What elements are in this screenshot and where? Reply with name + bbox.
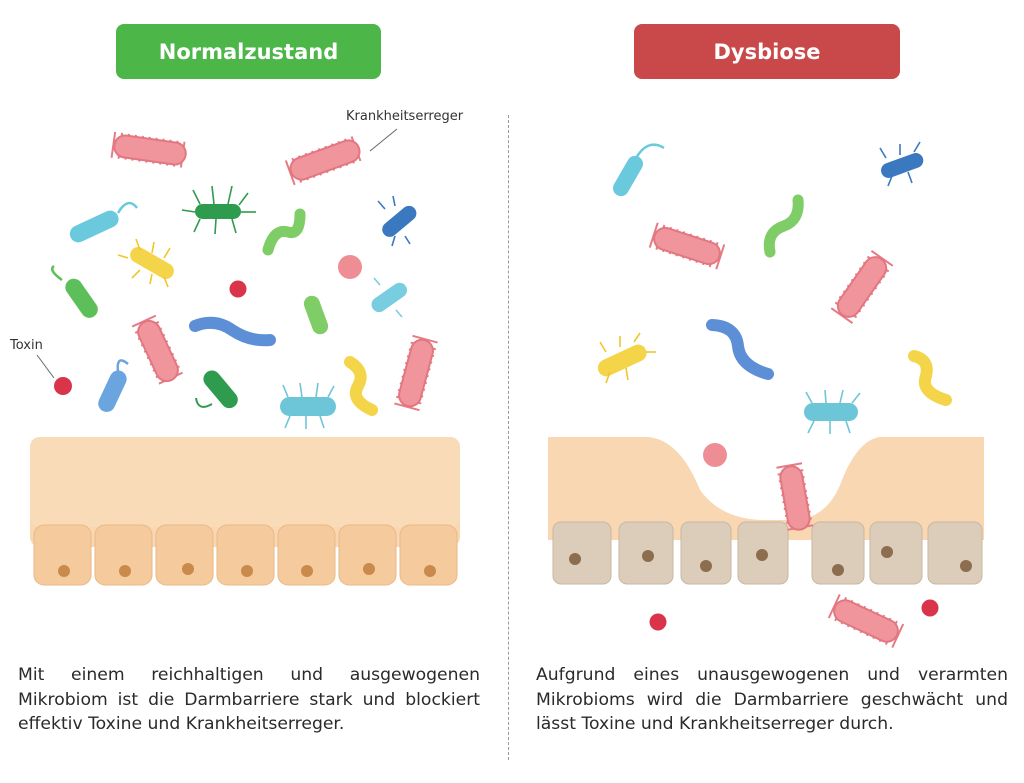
normal-state-caption: Mit einem reichhaltigen und ausgewogenen…: [18, 665, 480, 734]
toxin: [229, 280, 247, 298]
normal-state-header: Normalzustand: [116, 24, 381, 79]
toxin: [649, 613, 667, 631]
bacterium: [879, 141, 924, 187]
healthy-intestinal-barrier: [30, 437, 460, 586]
bacterium: [195, 370, 238, 409]
bacterium: [371, 277, 408, 318]
toxin: [921, 599, 939, 617]
bacterium: [181, 185, 256, 235]
panel-divider: [508, 115, 509, 760]
bacterium: [597, 332, 656, 384]
pathogen-bacterium: [110, 131, 190, 169]
pathogen-bacterium: [394, 334, 438, 412]
left-microbiome: [36, 128, 438, 429]
pathogen-bacterium: [827, 594, 905, 648]
pathogen-bacterium: [830, 250, 894, 324]
spiral-bacterium: [189, 316, 276, 347]
bacterium: [804, 389, 861, 434]
pathogen-bacterium: [776, 462, 814, 534]
toxin-label: Toxin: [10, 338, 43, 353]
pathogen-bacterium: [648, 222, 726, 270]
toxin: [338, 255, 362, 279]
bacterium: [98, 359, 129, 412]
pathogen-bacterium: [284, 134, 366, 186]
spiral-bacterium: [262, 208, 306, 256]
pathogen-bacterium: [131, 314, 185, 388]
pathogen-label: Krankheitserreger: [346, 109, 464, 124]
bacterium: [303, 295, 329, 335]
toxin: [54, 377, 72, 395]
right-microbiome: [597, 141, 952, 648]
spiral-bacterium: [344, 356, 378, 416]
spiral-bacterium: [908, 350, 952, 406]
bacterium: [69, 201, 138, 243]
bacterium: [51, 264, 98, 318]
bacterium: [613, 143, 665, 197]
damaged-intestinal-barrier: [548, 437, 984, 585]
dysbiosis-header: Dysbiose: [634, 24, 900, 79]
toxin: [703, 443, 727, 467]
dysbiosis-caption: Aufgrund eines unausgewogenen und verarm…: [536, 665, 1008, 734]
bacterium: [377, 195, 417, 247]
spiral-bacterium: [706, 319, 774, 380]
spiral-bacterium: [763, 194, 804, 258]
bacterium: [117, 238, 174, 288]
bacterium: [280, 382, 336, 429]
